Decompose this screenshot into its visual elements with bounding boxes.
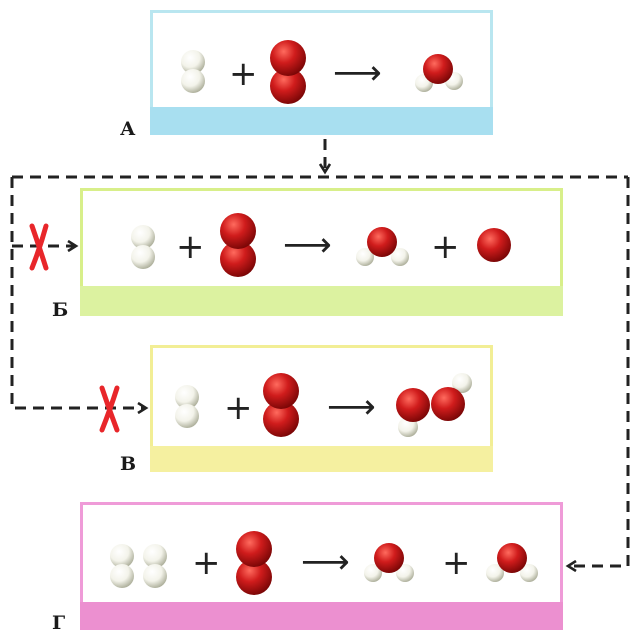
dashed-routing: [10, 139, 630, 566]
plus-sign: +: [192, 543, 221, 583]
hydroperoxyl-molecule-icon: [396, 373, 472, 437]
reaction-arrow: ⟶: [301, 542, 350, 582]
cross-mark-icon: [99, 385, 120, 433]
plus-sign: +: [176, 227, 205, 267]
reaction-arrow: ⟶: [333, 53, 382, 93]
oxygen-molecule-icon: [270, 40, 306, 104]
oxygen-atom-icon: [477, 228, 511, 262]
panel-v-color-strip: [150, 446, 493, 472]
plus-sign: +: [431, 227, 460, 267]
oxygen-molecule-icon: [220, 213, 256, 277]
panel-b-color-strip: [80, 286, 563, 316]
dashed-arrow-to-panel-g: [568, 177, 630, 566]
hydrogen-molecule-icon: [143, 544, 167, 588]
cross-mark-icon: [29, 223, 49, 271]
panel-g-label: Г: [52, 612, 66, 634]
water-molecule-icon: [415, 54, 463, 92]
oxygen-molecule-icon: [236, 531, 272, 595]
panel-a-color-strip: [150, 107, 493, 135]
panel-a-label: А: [120, 118, 136, 140]
plus-sign: +: [229, 54, 258, 94]
hydrogen-molecule-icon: [181, 50, 205, 93]
plus-sign: +: [224, 388, 253, 428]
water-molecule-icon: [356, 227, 409, 266]
dashed-arrow-to-panel-v: [10, 177, 146, 408]
reaction-arrow: ⟶: [327, 387, 376, 427]
hydrogen-molecule-icon: [110, 544, 134, 588]
panel-v-label: В: [120, 453, 137, 475]
panel-b-label: Б: [52, 299, 69, 321]
hydrogen-molecule-icon: [131, 225, 155, 269]
reaction-arrow: ⟶: [283, 225, 332, 265]
oxygen-molecule-icon: [263, 373, 299, 437]
water-molecule-icon: [486, 543, 538, 582]
panel-g-color-strip: [80, 602, 563, 630]
water-molecule-icon: [364, 543, 414, 582]
plus-sign: +: [442, 543, 471, 583]
hydrogen-molecule-icon: [175, 385, 199, 428]
